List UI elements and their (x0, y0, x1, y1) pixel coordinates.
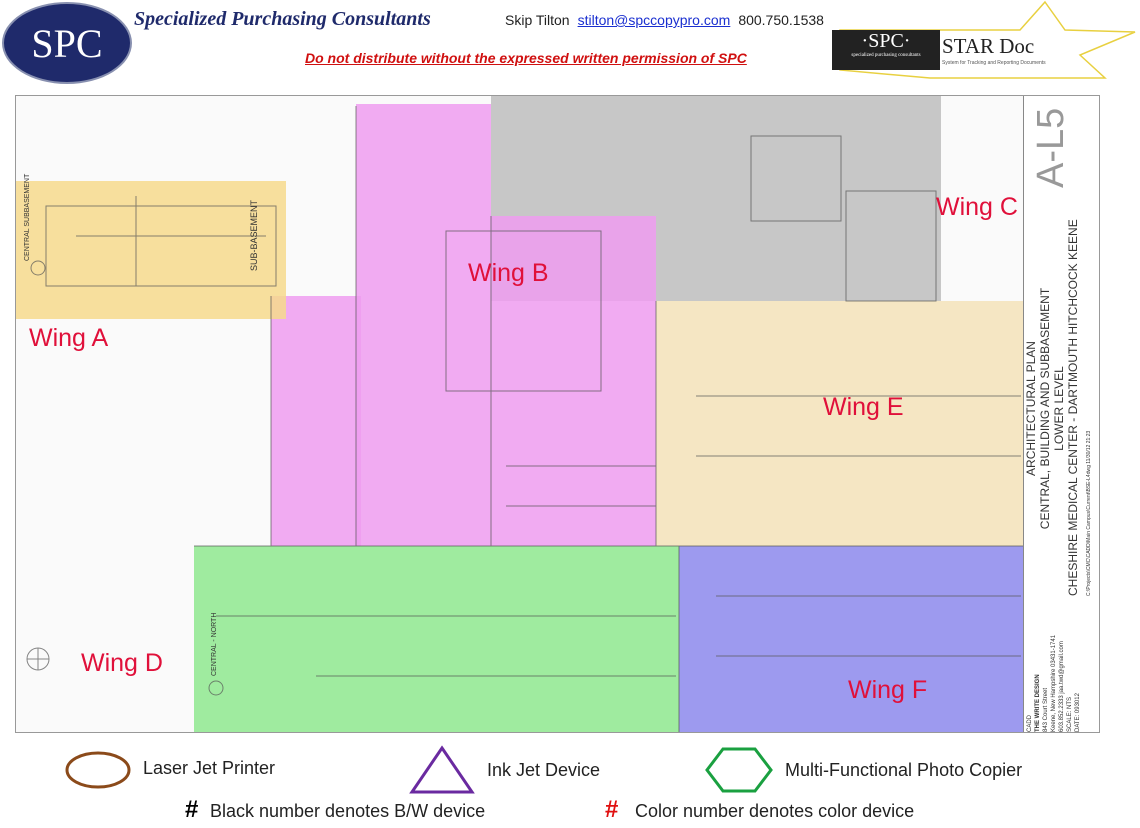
company-name: Specialized Purchasing Consultants (134, 8, 431, 30)
contact-info: Skip Tilton stilton@spccopypro.com 800.750… (505, 12, 824, 28)
sheet-number: A-L5 (1030, 107, 1072, 188)
wing-a-region (16, 181, 286, 319)
legend-mfp: Multi-Functional Photo Copier (785, 760, 1023, 780)
email-link[interactable]: stilton@spccopypro.com (577, 12, 731, 28)
floor-plan-linework (26, 106, 1026, 732)
laser-printer-icon (65, 751, 131, 789)
legend: Laser Jet Printer Ink Jet Device Multi-F… (0, 740, 1140, 828)
subbasement-label: SUB-BASEMENT (249, 199, 259, 271)
copier-icon (705, 747, 773, 793)
bw-number-symbol: # (185, 796, 199, 823)
wing-a-label: Wing A (29, 324, 109, 352)
spc-logo: SPC (2, 2, 132, 84)
legend-laser: Laser Jet Printer (143, 758, 276, 778)
central-subbasement-label: CENTRAL SUBBASEMENT (24, 173, 31, 261)
wing-f-label: Wing F (848, 676, 928, 704)
star-logo-right: STAR Doc (942, 34, 1035, 58)
contact-name: Skip Tilton (505, 12, 570, 28)
wing-f-region (679, 546, 1026, 732)
phone: 800.750.1538 (738, 12, 824, 28)
legend-inkjet: Ink Jet Device (487, 760, 601, 780)
star-doc-logo: ·SPC·specialized purchasing consultants … (830, 0, 1140, 80)
wing-e-label: Wing E (823, 393, 904, 421)
wing-b-region (356, 104, 491, 546)
ink-jet-icon (409, 745, 475, 794)
distribution-warning: Do not distribute without the expressed … (305, 50, 747, 66)
wing-b-region (491, 216, 656, 546)
color-number-symbol: # (605, 796, 619, 823)
legend-bw-note: Black number denotes B/W device (210, 801, 486, 821)
floor-plan: Wing A Wing B Wing C Wing D Wing E Wing … (15, 95, 1100, 733)
logo-text: SPC (31, 20, 103, 66)
central-north-label: CENTRAL - NORTH (211, 612, 218, 676)
wing-e-region (656, 301, 1026, 546)
star-logo-tagline: System for Tracking and Reporting Docume… (942, 60, 1046, 66)
wing-b-label: Wing B (468, 259, 549, 287)
file-path: C:\Projects\CMC\CADD\Main Campus\Current… (1086, 430, 1092, 596)
wing-d-label: Wing D (81, 649, 163, 677)
wing-c-label: Wing C (936, 193, 1018, 221)
wing-b-region (271, 296, 361, 546)
wing-d-region (194, 546, 679, 732)
legend-color-note: Color number denotes color device (635, 801, 915, 821)
star-logo-left: ·SPC·specialized purchasing consultants (832, 30, 940, 70)
